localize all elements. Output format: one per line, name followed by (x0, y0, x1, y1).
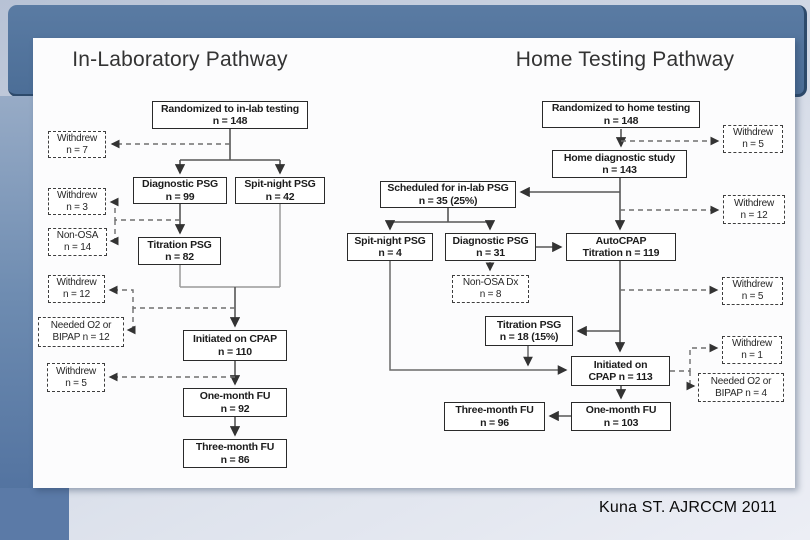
node-titration-psg-18: Titration PSG n = 18 (15%) (485, 316, 573, 346)
edge-merge-neededo2 (126, 308, 136, 335)
edge-initiated-withdrew1 (670, 343, 719, 372)
node-one-month-fu-103: One-month FU n = 103 (571, 402, 671, 431)
slide-left-bar (0, 96, 33, 540)
node-withdrew-3: Withdrew n = 3 (48, 188, 106, 215)
node-needed-o2-bipap-4: Needed O2 or BIPAP n = 4 (698, 373, 784, 402)
left-pathway-title: In-Laboratory Pathway (72, 48, 288, 71)
edge-merge-withdrew12 (108, 285, 235, 309)
right-pathway-title: Home Testing Pathway (515, 48, 735, 71)
node-scheduled-inlab-psg: Scheduled for in-lab PSG n = 35 (25%) (380, 181, 516, 208)
node-withdrew-5-right-top: Withdrew n = 5 (723, 125, 783, 153)
node-randomized-inlab: Randomized to in-lab testing n = 148 (152, 101, 308, 129)
node-withdrew-7: Withdrew n = 7 (48, 131, 106, 158)
node-withdrew-1: Withdrew n = 1 (722, 336, 782, 364)
citation: Kuna ST. AJRCCM 2011 (599, 499, 778, 516)
node-one-month-fu-92: One-month FU n = 92 (183, 388, 287, 417)
node-initiated-cpap-113: Initiated on CPAP n = 113 (571, 356, 670, 386)
node-non-osa-dx-8: Non-OSA Dx n = 8 (452, 275, 529, 303)
node-withdrew-12-left: Withdrew n = 12 (48, 275, 105, 303)
node-randomized-home: Randomized to home testing n = 148 (542, 101, 700, 128)
node-spit-night-psg-4: Spit-night PSG n = 4 (347, 233, 433, 261)
node-diagnostic-psg-31: Diagnostic PSG n = 31 (445, 233, 536, 261)
edge-diag-withdrew3 (109, 197, 180, 221)
node-non-osa-14: Non-OSA n = 14 (48, 228, 107, 256)
node-spit-night-psg-42: Spit-night PSG n = 42 (235, 177, 325, 204)
edge-spit4-initiated (389, 261, 568, 375)
node-three-month-fu-86: Three-month FU n = 86 (183, 439, 287, 468)
node-needed-o2-bipap-12: Needed O2 or BIPAP n = 12 (38, 317, 124, 347)
node-withdrew-5-right-mid: Withdrew n = 5 (722, 277, 783, 305)
node-autocpap-titration-119: AutoCPAP Titration n = 119 (566, 233, 676, 261)
slide-corner-square (0, 488, 69, 540)
node-titration-psg-82: Titration PSG n = 82 (138, 237, 221, 265)
edge-diag-nonosa (109, 220, 119, 246)
node-withdrew-5-left: Withdrew n = 5 (47, 363, 105, 392)
edge-scheduled-split (390, 208, 490, 223)
node-home-diagnostic-study: Home diagnostic study n = 143 (552, 150, 687, 178)
edge-initiated-neededo2 (686, 371, 696, 391)
right-pathway-edges (384, 129, 720, 422)
node-diagnostic-psg-99: Diagnostic PSG n = 99 (133, 177, 227, 204)
node-withdrew-12-right: Withdrew n = 12 (723, 195, 785, 224)
left-pathway-edges (108, 129, 286, 437)
edge-merge-lines (179, 204, 281, 288)
node-initiated-cpap-110: Initiated on CPAP n = 110 (183, 330, 287, 361)
node-three-month-fu-96: Three-month FU n = 96 (444, 402, 545, 431)
